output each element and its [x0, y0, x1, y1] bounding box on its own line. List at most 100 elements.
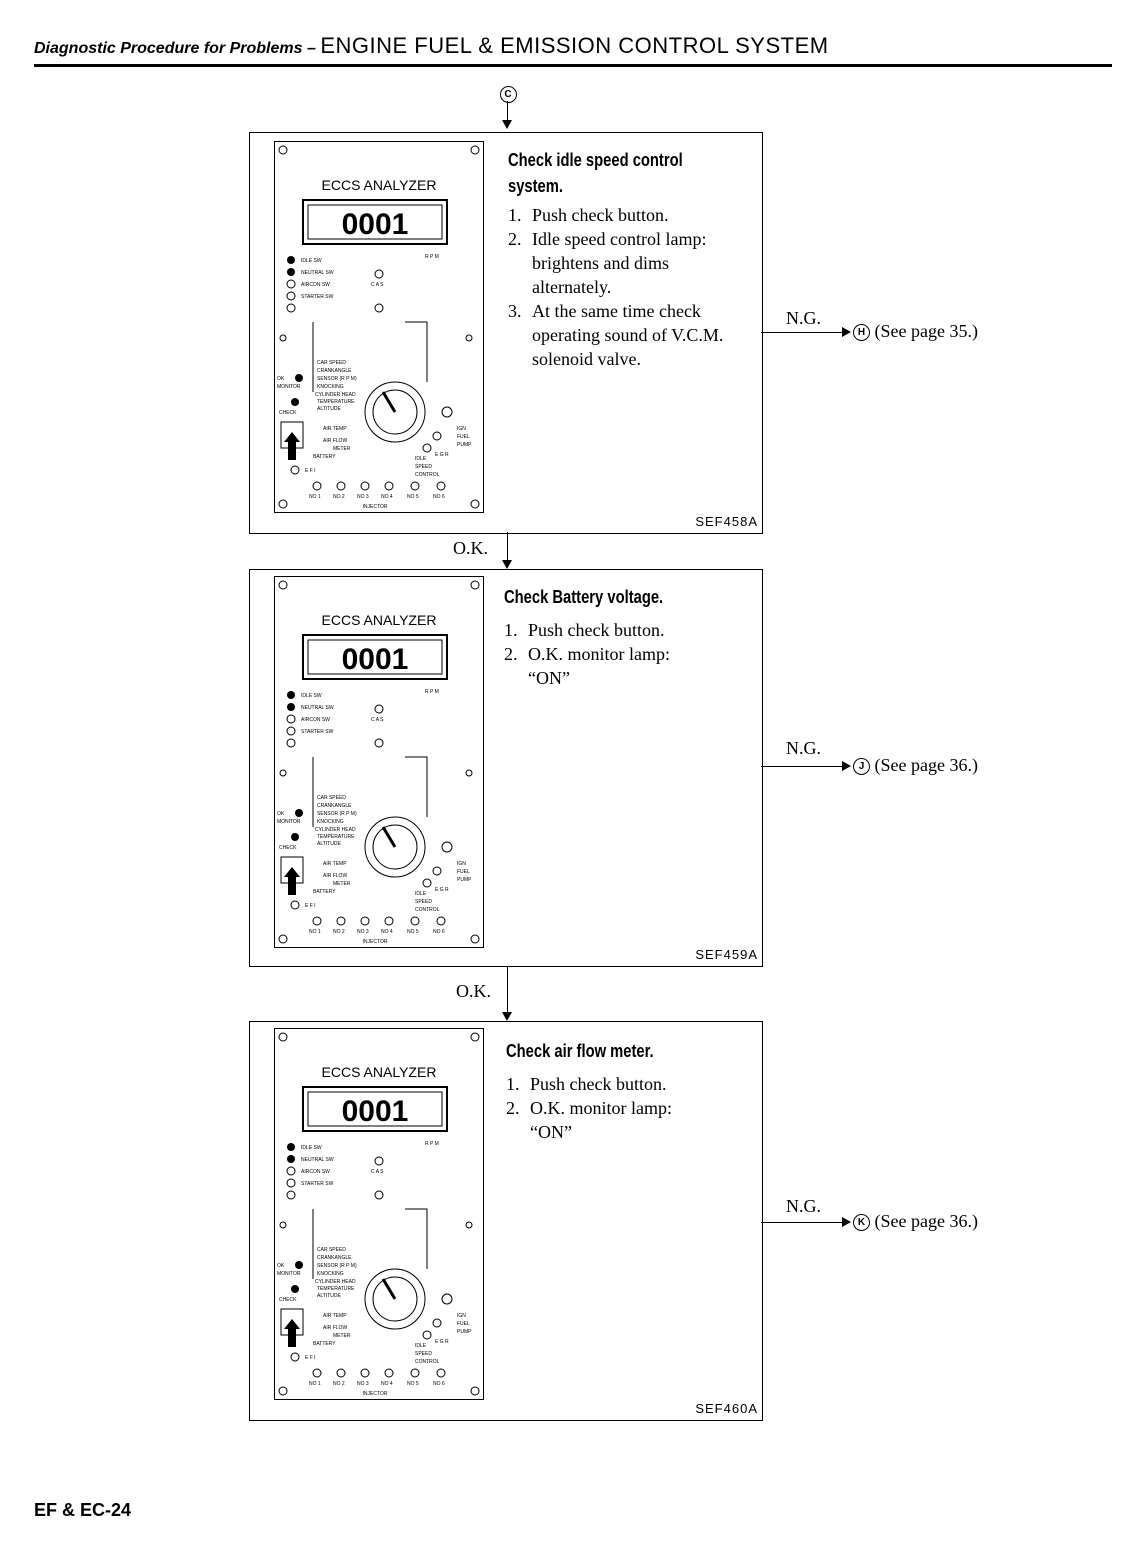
flow-line-2 [507, 966, 508, 1014]
switch-1: IDLE SW [301, 693, 322, 699]
dial-item-3: SENSOR (R P M) [317, 1263, 357, 1269]
figure-code-1: SEF458A [695, 514, 758, 529]
connector-k: K [853, 1214, 870, 1232]
injector-5: NO 5 [407, 929, 419, 935]
right-item-5: IDLE [415, 891, 427, 897]
dial-item-10: METER [333, 881, 351, 887]
right-item-1: IGN [457, 861, 466, 867]
page-number: EF & EC-24 [34, 1500, 132, 1520]
injector-1: NO 1 [309, 1381, 321, 1387]
eccs-analyzer-figure-1: ECCS ANALYZER 0001 R P M IDLE SW NEUTRAL… [274, 141, 484, 513]
step-1-list: 1.Push check button. 2.Idle speed contro… [508, 203, 728, 371]
cas-label: C A S [371, 1169, 384, 1175]
see-page-36: (See page 36.) [874, 755, 978, 775]
ok-lamp-label: OK [277, 811, 285, 817]
analyzer-rpm: R P M [425, 254, 439, 260]
connector-h: H [853, 324, 870, 342]
dial-item-1: CAR SPEED [317, 1247, 346, 1253]
injector-4: NO 4 [381, 1381, 393, 1387]
step-2-title-line-1: Check Battery voltage. [504, 587, 664, 607]
step-3-title-line-1: Check air flow meter. [506, 1041, 654, 1061]
header-title: ENGINE FUEL & EMISSION CONTROL SYSTEM [320, 33, 829, 58]
analyzer-rpm: R P M [425, 689, 439, 695]
flow-arrow-2 [502, 1012, 512, 1021]
dial-item-4: KNOCKING [317, 1271, 344, 1277]
injector-3: NO 3 [357, 494, 369, 500]
injector-6: NO 6 [433, 494, 445, 500]
right-item-2: FUEL [457, 1321, 470, 1327]
ok-lamp-label: OK [277, 376, 285, 382]
ng-arrow-3 [842, 1217, 851, 1227]
ng-ref-3: K (See page 36.) [853, 1211, 978, 1232]
dial-item-9: AIR FLOW [323, 1325, 347, 1331]
ng-arrow-2 [842, 761, 851, 771]
right-item-6: SPEED [415, 464, 432, 470]
injector-label: INJECTOR [363, 1391, 388, 1397]
dial-item-5: CYLINDER HEAD [315, 827, 356, 833]
dial-item-7: ALTITUDE [317, 1293, 341, 1299]
switch-3: AIRCON SW [301, 282, 330, 288]
list-item: 2.O.K. monitor lamp: “ON” [504, 644, 670, 688]
injector-4: NO 4 [381, 929, 393, 935]
analyzer-display: 0001 [342, 1095, 409, 1128]
ng-ref-1: H (See page 35.) [853, 321, 978, 342]
dial-item-2: CRANKANGLE [317, 1255, 352, 1261]
injector-6: NO 6 [433, 1381, 445, 1387]
injector-6: NO 6 [433, 929, 445, 935]
right-item-4: E G R [435, 1339, 449, 1345]
right-item-4: E G R [435, 887, 449, 893]
switch-4: STARTER SW [301, 729, 334, 735]
switch-2: NEUTRAL SW [301, 1157, 334, 1163]
analyzer-title: ECCS ANALYZER [322, 1064, 437, 1080]
dial-item-4: KNOCKING [317, 384, 344, 390]
monitor-label: MONITOR [277, 384, 301, 390]
cas-label: C A S [371, 282, 384, 288]
dial-item-7: ALTITUDE [317, 841, 341, 847]
switch-1: IDLE SW [301, 258, 322, 264]
right-item-2: FUEL [457, 434, 470, 440]
check-label: CHECK [279, 1297, 297, 1303]
injector-label: INJECTOR [363, 504, 388, 510]
analyzer-title: ECCS ANALYZER [322, 612, 437, 628]
flow-line-1 [507, 532, 508, 562]
dial-item-9: AIR FLOW [323, 438, 347, 444]
step-2-title: Check Battery voltage. [504, 584, 750, 610]
right-item-3: PUMP [457, 442, 472, 448]
ng-ref-2: J (See page 36.) [853, 755, 978, 776]
switch-4: STARTER SW [301, 294, 334, 300]
list-item: 1.Push check button. [508, 205, 669, 225]
step-1-title-line-1: Check idle speed control [508, 150, 683, 170]
dial-item-8: AIR TEMP [323, 861, 347, 867]
right-item-2: FUEL [457, 869, 470, 875]
step-3-title: Check air flow meter. [506, 1038, 752, 1064]
ng-line-3 [761, 1222, 843, 1223]
switch-1: IDLE SW [301, 1145, 322, 1151]
injector-2: NO 2 [333, 929, 345, 935]
step-2-box: ECCS ANALYZER 0001 R P M IDLE SW NEUTRAL… [249, 569, 763, 967]
analyzer-rpm: R P M [425, 1141, 439, 1147]
injector-1: NO 1 [309, 494, 321, 500]
list-item: 2.Idle speed control lamp: brightens and… [508, 229, 707, 297]
figure-code-2: SEF459A [695, 947, 758, 962]
dial-item-7: ALTITUDE [317, 406, 341, 412]
switch-3: AIRCON SW [301, 1169, 330, 1175]
step-2-list: 1.Push check button. 2.O.K. monitor lamp… [504, 618, 704, 690]
step-1-title: Check idle speed control system. [508, 147, 754, 199]
step-3-box: ECCS ANALYZER 0001 R P M IDLE SW NEUTRAL… [249, 1021, 763, 1421]
dial-item-3: SENSOR (R P M) [317, 376, 357, 382]
see-page-35: (See page 35.) [874, 321, 978, 341]
ng-line-1 [761, 332, 843, 333]
right-item-7: CONTROL [415, 472, 440, 478]
right-item-1: IGN [457, 426, 466, 432]
dial-item-3: SENSOR (R P M) [317, 811, 357, 817]
dial-item-1: CAR SPEED [317, 360, 346, 366]
switch-4: STARTER SW [301, 1181, 334, 1187]
dial-item-8: AIR TEMP [323, 426, 347, 432]
right-item-7: CONTROL [415, 1359, 440, 1365]
dial-item-10: METER [333, 1333, 351, 1339]
step-1-title-line-2: system. [508, 176, 563, 196]
analyzer-display: 0001 [342, 208, 409, 241]
injector-label: INJECTOR [363, 939, 388, 945]
flow-arrow-top [502, 120, 512, 129]
check-label: CHECK [279, 410, 297, 416]
